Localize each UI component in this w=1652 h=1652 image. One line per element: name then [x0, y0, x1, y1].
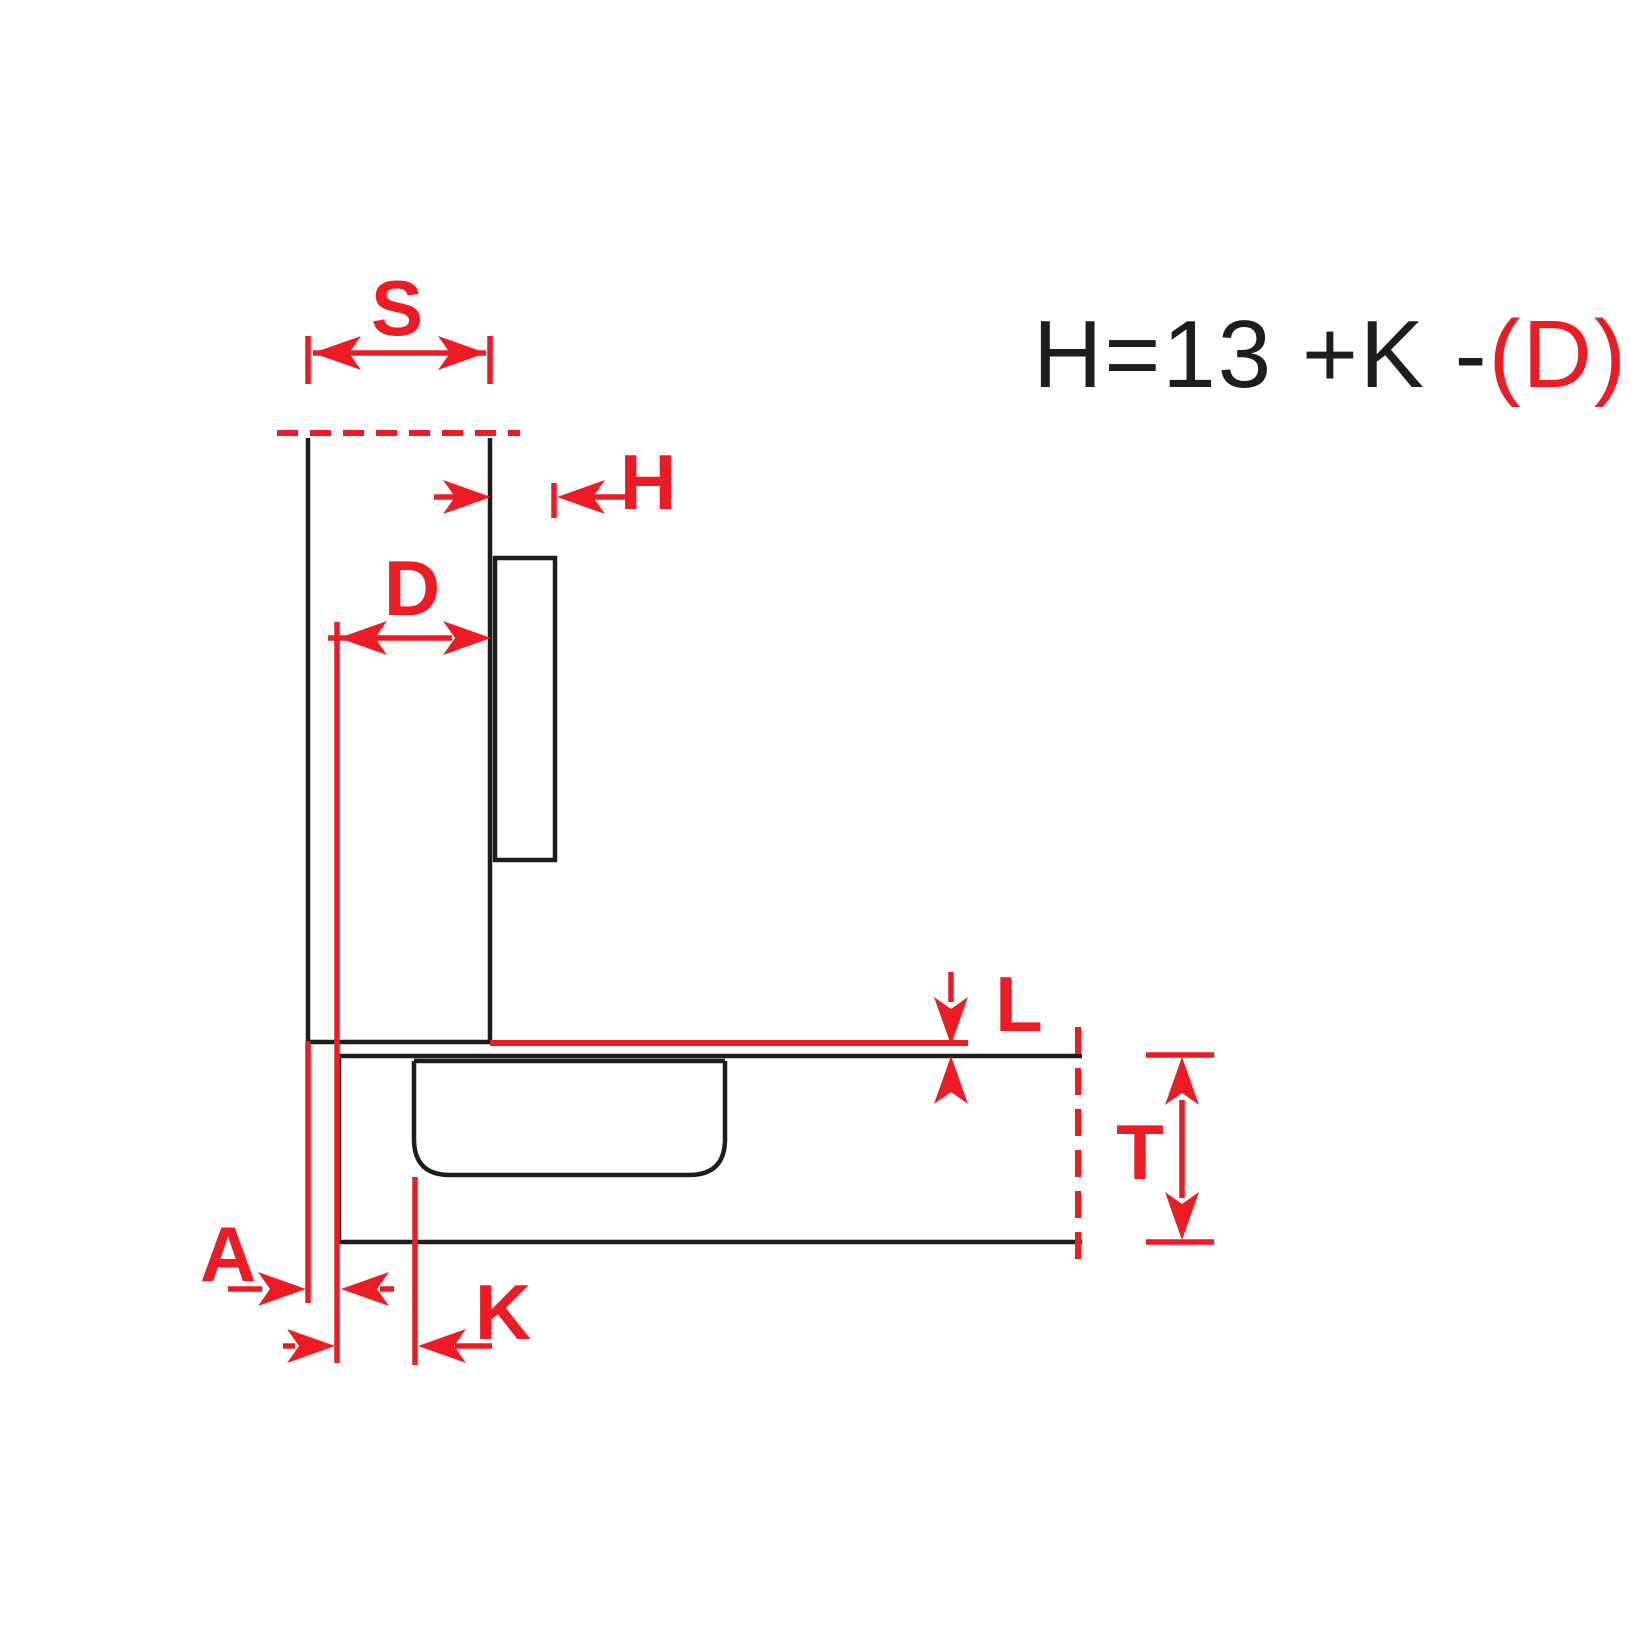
dimension-k-left-arrowhead	[287, 1329, 335, 1363]
dimension-h-right-arrowhead	[557, 480, 605, 514]
dimension-s-right-arrowhead	[438, 336, 486, 370]
dimension-k: K	[283, 1177, 531, 1365]
dimension-a: A	[200, 1041, 394, 1306]
dimension-d-label: D	[384, 544, 440, 632]
cabinet-side-panel	[305, 438, 493, 1045]
dimension-t-lower-arrowhead	[1165, 1192, 1199, 1240]
mounting-plate-outline	[492, 555, 558, 863]
height-formula-red-part: (D)	[1489, 301, 1628, 408]
dimension-d-right-arrowhead	[443, 621, 491, 655]
dimension-a-label: A	[200, 1210, 256, 1298]
door-panel-outline	[336, 1053, 1082, 1245]
height-formula-black-part: H=13 +K -	[1033, 301, 1489, 408]
dimension-t: T	[1116, 1052, 1214, 1245]
dimension-l-upper-arrowhead	[934, 997, 968, 1045]
dimension-k-right-arrowhead	[418, 1329, 466, 1363]
dimension-a-right-arrowhead	[341, 1272, 389, 1306]
dimension-s: S	[305, 264, 493, 384]
height-formula: H=13 +K -(D)	[1033, 301, 1628, 408]
dimension-s-label: S	[371, 264, 423, 352]
dimension-t-upper-arrowhead	[1165, 1057, 1199, 1105]
dimension-s-left-arrowhead	[313, 336, 361, 370]
dimension-h-label: H	[620, 438, 676, 526]
mounting-plate	[492, 555, 558, 863]
hinge-cup	[411, 1058, 728, 1178]
dimension-l-lower-arrowhead	[934, 1056, 968, 1104]
dimension-t-label: T	[1116, 1108, 1164, 1196]
dimension-h-left-arrowhead	[443, 480, 491, 514]
dimension-d-left-arrowhead	[339, 621, 387, 655]
dimension-a-left-arrowhead	[258, 1272, 306, 1306]
dimension-k-label: K	[475, 1268, 531, 1356]
dimension-l-label: L	[995, 960, 1043, 1048]
dimension-l: L	[934, 960, 1043, 1104]
side-panel-outline	[305, 438, 493, 1045]
door-panel	[336, 1053, 1082, 1245]
dimension-h: H	[434, 438, 676, 526]
dimension-d: D	[328, 544, 491, 1363]
hinge-cup-outline	[411, 1058, 728, 1178]
